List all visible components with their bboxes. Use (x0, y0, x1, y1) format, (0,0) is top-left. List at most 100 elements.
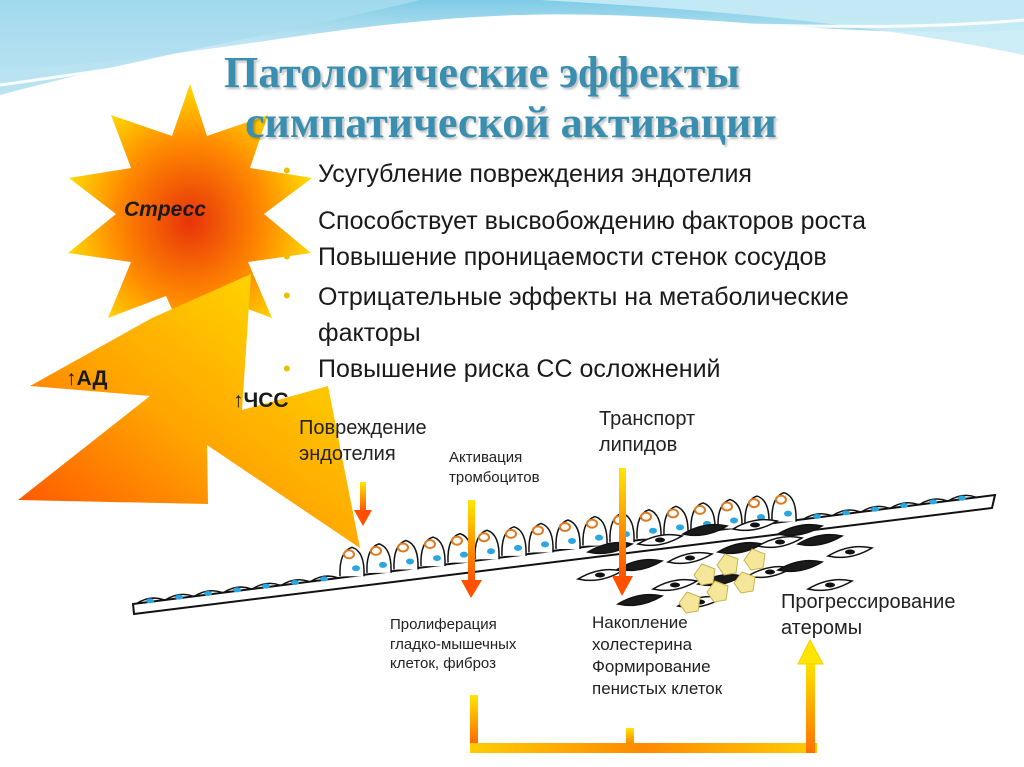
progression-connector (470, 638, 824, 753)
cell-nucleus (929, 499, 937, 505)
bullet-item: факторы (318, 319, 421, 347)
smooth-muscle-cell (775, 559, 825, 573)
smooth-muscle-cell (775, 523, 825, 537)
platelet (424, 539, 436, 550)
cell-nucleus (813, 514, 821, 520)
foam-cell (706, 580, 729, 603)
foam-cell (693, 563, 716, 586)
endothelium-damage-arrowhead (354, 510, 372, 526)
bullet-item: Повышение проницаемости стенок сосудов (318, 243, 827, 271)
cell-nucleus (595, 534, 603, 541)
bullet-item: Отрицательные эффекты на метаболические (318, 283, 849, 311)
cell-nucleus (433, 555, 441, 562)
bullet-item: Усугубление повреждения эндотелия (318, 160, 752, 188)
cell-nucleus (750, 522, 760, 528)
foam-cell (743, 548, 766, 571)
endothelial-cell (164, 593, 194, 601)
cell-nucleus (487, 548, 495, 555)
cell-nucleus (670, 582, 680, 588)
lipid-transport-label: Транспорт липидов (599, 408, 696, 456)
endothelial-cells (135, 494, 977, 605)
cholesterol-label: Накопление холестерина Формирование пени… (592, 613, 723, 699)
lipid-transport-arrow (619, 468, 626, 578)
foam-cell (716, 553, 739, 576)
platelet (667, 508, 679, 519)
smooth-muscle-cell (795, 533, 845, 547)
platelet-activation-label: Активация тромбоцитов (449, 449, 540, 486)
proliferation-arrow (468, 500, 475, 583)
bullet-dot: • (283, 244, 291, 269)
platelet (748, 498, 760, 509)
smooth-muscle-cell (615, 558, 665, 572)
platelet (559, 521, 571, 532)
cell-nucleus (730, 517, 738, 524)
cell-nucleus (595, 572, 605, 578)
bullet-item: Способствует высвобождению факторов рост… (318, 207, 867, 235)
slide-title-line1: Патологические эффекты (224, 48, 740, 97)
platelet (721, 501, 733, 512)
background-waves (0, 0, 1024, 95)
cell-nucleus (871, 506, 879, 512)
atheroma-label: Прогрессирование атеромы (781, 591, 956, 639)
foam-cell (678, 591, 701, 614)
endothelial-cell (802, 512, 832, 521)
cell-nucleus (262, 583, 270, 589)
cell-nucleus (568, 537, 576, 544)
cell-nucleus (514, 544, 522, 551)
cell-nucleus (320, 576, 328, 582)
cell-nucleus (784, 510, 792, 517)
blood-pressure-label: ↑АД (66, 367, 108, 390)
cell-nucleus (757, 514, 765, 521)
cell-nucleus (900, 503, 908, 509)
endothelial-cell (222, 586, 252, 594)
endothelial-cell (251, 582, 281, 590)
endothelial-cell (135, 597, 165, 605)
stress-sun-icon (68, 84, 312, 347)
platelet (397, 542, 409, 553)
bullet-dot: • (283, 356, 291, 381)
endothelial-cell (831, 509, 861, 517)
cell-nucleus (655, 537, 665, 543)
cell-nucleus (825, 582, 835, 588)
cell-nucleus (352, 565, 360, 572)
cell-nucleus (175, 594, 183, 600)
cell-nucleus (775, 539, 785, 545)
cell-nucleus (204, 591, 212, 597)
slide-title-line2: симпатической активации (245, 98, 777, 147)
cell-nucleus (406, 558, 414, 565)
cell-nucleus (541, 541, 549, 548)
platelet (505, 528, 517, 539)
platelet (775, 494, 787, 505)
bullet-dot: • (283, 158, 291, 183)
platelet (343, 549, 355, 560)
platelet (694, 504, 706, 515)
proliferation-label: Пролиферация гладко-мышечных клеток, фиб… (390, 616, 517, 672)
endothelium-damage-label: Повреждение эндотелия (299, 417, 427, 465)
cell-nucleus (685, 555, 695, 561)
foam-cell (733, 571, 756, 594)
platelet (586, 518, 598, 529)
cell-nucleus (233, 587, 241, 593)
platelet (532, 525, 544, 536)
platelet (451, 535, 463, 546)
cell-nucleus (765, 569, 775, 575)
cell-nucleus (291, 580, 299, 586)
stress-label: Стресс (124, 198, 206, 221)
endothelial-cell (193, 589, 223, 598)
platelet (640, 511, 652, 522)
smooth-muscle-cell (680, 523, 730, 537)
proliferation-arrowhead (461, 580, 482, 598)
stress-lightning-icon (18, 274, 360, 548)
cell-nucleus (676, 524, 684, 531)
cell-nucleus (379, 561, 387, 568)
heart-rate-label: ↑ЧСС (233, 389, 289, 412)
platelet (478, 532, 490, 543)
smooth-muscle-cell (615, 593, 665, 607)
atheroma-plaque (575, 518, 875, 614)
cell-nucleus (649, 527, 657, 534)
lipid-transport-arrowhead (612, 576, 633, 596)
cell-nucleus (845, 549, 855, 555)
bullet-dot: • (283, 283, 291, 308)
endothelial-cell (280, 578, 310, 587)
